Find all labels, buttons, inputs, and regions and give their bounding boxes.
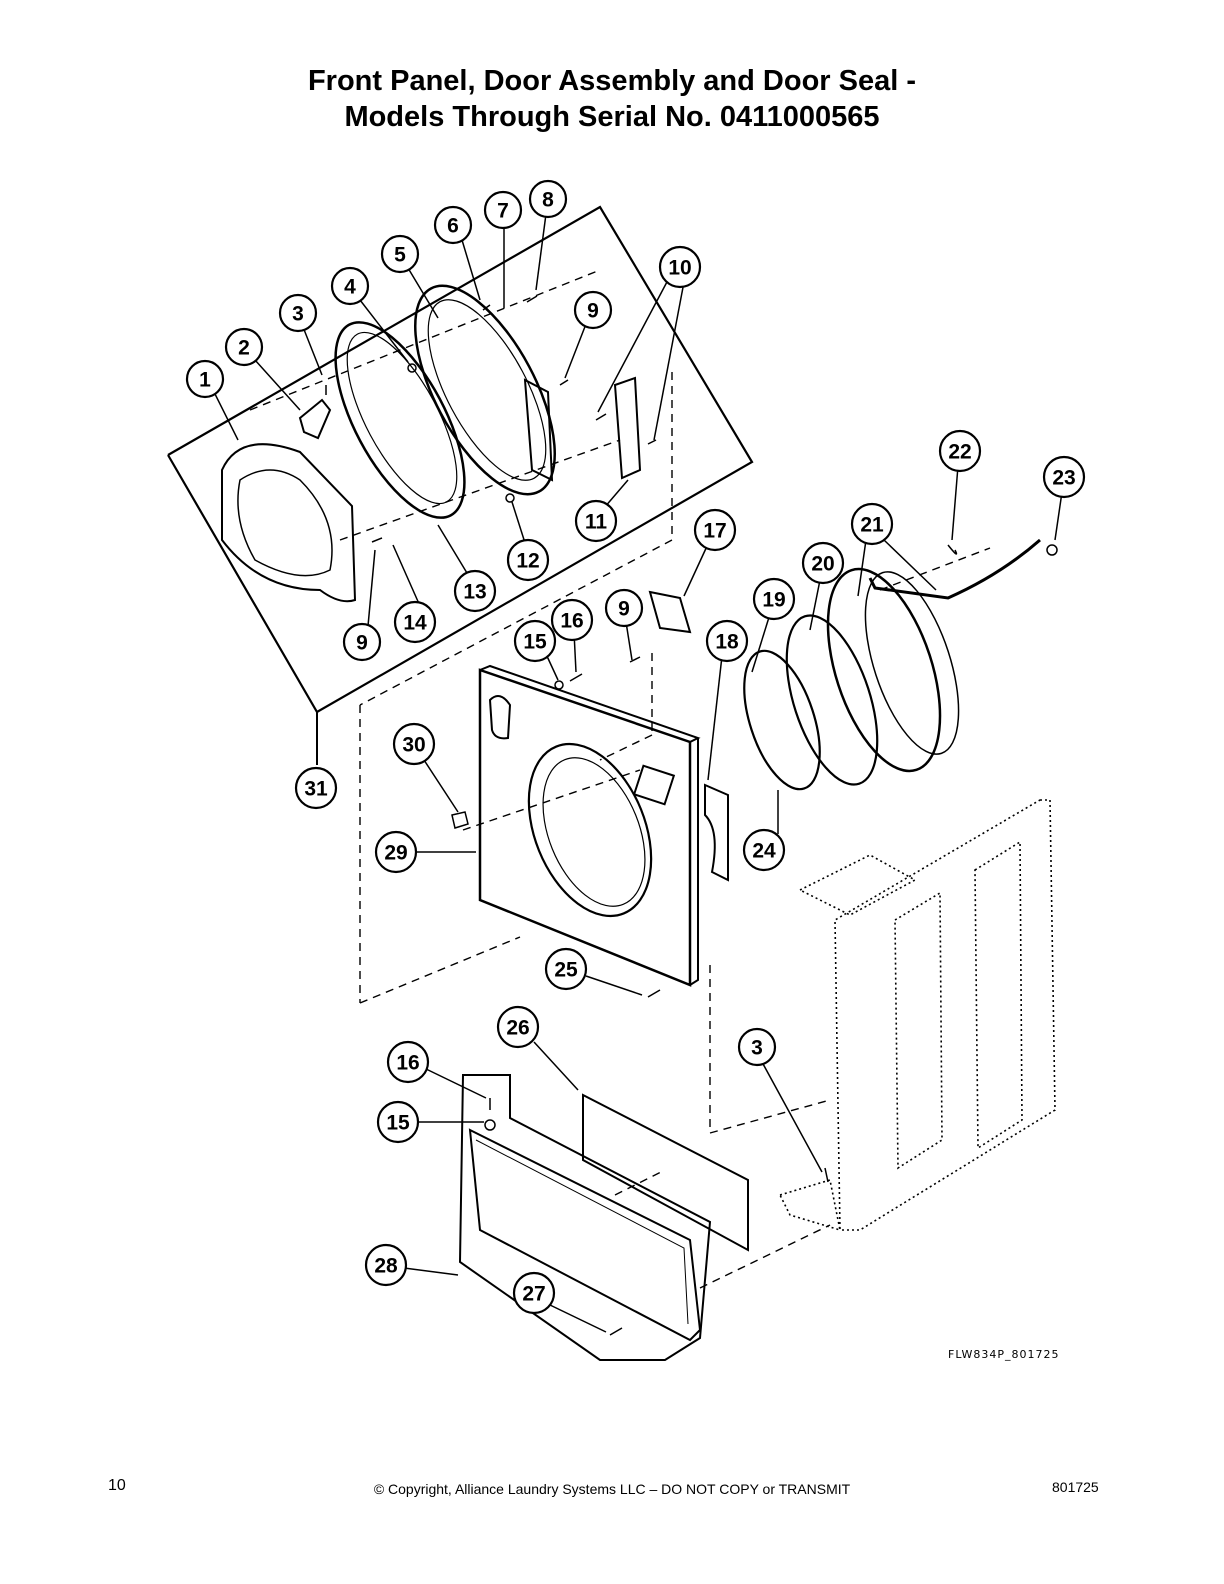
callout-2: 2: [224, 327, 264, 367]
callout-9b: 9: [342, 622, 382, 662]
callout-14: 14: [393, 600, 437, 644]
callout-9a: 9: [573, 290, 613, 330]
svg-text:16: 16: [396, 1052, 419, 1075]
svg-text:24: 24: [752, 840, 776, 863]
svg-text:19: 19: [762, 589, 785, 612]
svg-text:28: 28: [374, 1255, 398, 1278]
callout-3: 3: [278, 293, 318, 333]
callout-13: 13: [453, 569, 497, 613]
door-front-part: [221, 443, 357, 603]
callout-26: 26: [496, 1005, 540, 1049]
svg-text:2: 2: [238, 337, 250, 360]
callout-31: 31: [294, 766, 338, 810]
door-latch-part: [298, 398, 332, 440]
svg-text:3: 3: [292, 303, 304, 326]
copyright-notice: © Copyright, Alliance Laundry Systems LL…: [373, 1481, 851, 1497]
callout-20: 20: [801, 541, 845, 585]
svg-text:29: 29: [384, 842, 407, 865]
svg-text:26: 26: [506, 1017, 529, 1040]
washer-cabinet: [778, 799, 1056, 1232]
callout-17: 17: [693, 508, 737, 552]
svg-text:20: 20: [811, 553, 834, 576]
label-part: [582, 1093, 749, 1252]
callout-21: 21: [850, 502, 894, 546]
svg-text:18: 18: [715, 631, 739, 654]
callout-25: 25: [544, 947, 588, 991]
svg-text:23: 23: [1052, 467, 1075, 490]
callout-24: 24: [742, 828, 786, 872]
front-panel-part: [478, 664, 701, 987]
svg-text:9: 9: [587, 300, 599, 323]
door-glass-ring-part: [334, 321, 466, 519]
svg-text:11: 11: [585, 511, 608, 534]
page-title-line-1: Front Panel, Door Assembly and Door Seal…: [307, 65, 917, 97]
svg-text:25: 25: [554, 959, 578, 982]
callout-16a: 16: [550, 598, 594, 642]
svg-text:21: 21: [860, 514, 884, 537]
svg-text:9: 9: [618, 598, 630, 621]
callout-4: 4: [330, 266, 370, 306]
svg-text:22: 22: [948, 441, 971, 464]
svg-text:31: 31: [304, 778, 328, 801]
lower-front-panel-part: [468, 1128, 702, 1342]
svg-text:6: 6: [447, 215, 459, 238]
callout-11: 11: [574, 499, 618, 543]
svg-text:15: 15: [523, 631, 547, 654]
callout-7: 7: [483, 190, 523, 230]
callout-10: 10: [658, 245, 702, 289]
svg-text:14: 14: [403, 612, 427, 635]
door-hinge-part: [613, 376, 642, 480]
svg-text:8: 8: [542, 189, 554, 212]
door-seal-part: [826, 538, 1041, 773]
callout-23: 23: [1042, 455, 1086, 499]
callout-29: 29: [374, 830, 418, 874]
fasteners: [325, 295, 1058, 1336]
svg-text:7: 7: [497, 200, 509, 223]
callout-1: 1: [185, 359, 225, 399]
svg-text:1: 1: [199, 369, 211, 392]
callout-9c: 9: [604, 588, 644, 628]
leader-lines: [213, 213, 1063, 1333]
panel-strap-part: [704, 783, 729, 882]
drawing-code: FLW834P_801725: [948, 1348, 1060, 1361]
callout-27: 27: [512, 1271, 556, 1315]
callout-15b: 15: [376, 1100, 420, 1144]
svg-text:15: 15: [386, 1112, 410, 1135]
callout-3b: 3: [737, 1027, 777, 1067]
callout-15a: 15: [513, 619, 557, 663]
callout-5: 5: [380, 234, 420, 274]
svg-text:27: 27: [522, 1283, 545, 1306]
callout-18: 18: [705, 619, 749, 663]
callout-30: 30: [392, 722, 436, 766]
callout-8: 8: [528, 179, 568, 219]
door-inner-frame-part: [414, 284, 556, 496]
callout-22: 22: [938, 429, 982, 473]
door-assembly-outline: [167, 205, 754, 714]
svg-text:3: 3: [751, 1037, 763, 1060]
svg-text:5: 5: [394, 244, 406, 267]
svg-text:13: 13: [463, 581, 486, 604]
page-title-line-2: Models Through Serial No. 0411000565: [344, 101, 880, 133]
svg-text:16: 16: [560, 610, 583, 633]
clamp-ring-part: [743, 649, 821, 791]
panel-bracket-part: [648, 590, 692, 634]
callout-19: 19: [752, 577, 796, 621]
svg-text:9: 9: [356, 632, 368, 655]
callout-16b: 16: [386, 1040, 430, 1084]
callout-6: 6: [433, 205, 473, 245]
document-number: 801725: [1052, 1479, 1099, 1495]
lower-panel-outline: [458, 1074, 712, 1361]
callout-28: 28: [364, 1243, 408, 1287]
svg-text:30: 30: [402, 734, 425, 757]
callout-12: 12: [506, 538, 550, 582]
page-number: 10: [108, 1477, 126, 1494]
svg-text:10: 10: [668, 257, 691, 280]
svg-text:4: 4: [344, 276, 356, 299]
svg-text:17: 17: [703, 520, 726, 543]
outer-clamp-ring-part: [785, 614, 879, 786]
svg-text:12: 12: [516, 550, 539, 573]
